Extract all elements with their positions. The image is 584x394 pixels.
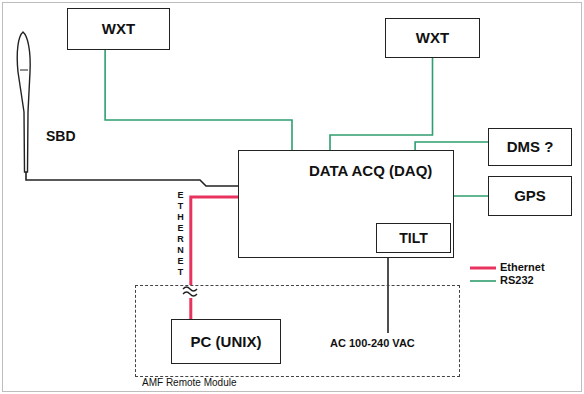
box-label: PC (UNIX) [191,333,262,350]
antenna-cable [26,172,238,186]
antenna-label: SBD [46,128,76,144]
legend-text: Ethernet [500,261,545,273]
legend-sample-line [470,267,496,270]
region-title: AMF Remote Module [142,377,236,389]
legend-sample-line [470,280,496,282]
module-box: TILT [376,223,451,253]
antenna-band [20,70,28,71]
antenna-symbol [17,32,30,172]
break-symbol [183,287,197,291]
legend-text: RS232 [500,274,534,286]
break-gap [183,285,197,298]
frame [3,3,582,392]
power-label: AC 100-240 VAC [330,337,415,349]
box-label: GPS [514,187,546,204]
legend-entry: Ethernet [500,261,545,274]
remote-module-region: AMF Remote ModulePC (UNIX) [135,285,460,377]
serial-link [330,58,432,150]
power-cable [387,258,389,333]
sensor-box: WXT [67,8,170,50]
box-label: TILT [399,230,428,246]
daq-box: DATA ACQ (DAQ) TILT [238,150,454,258]
serial-link [105,50,292,150]
sensor-box: GPS [488,176,572,216]
ethernet-link [191,197,238,319]
break-symbol [183,292,197,296]
computer-box: PC (UNIX) [171,319,281,364]
cable-label: ETHERNET [176,190,185,278]
sensor-box: DMS ? [488,128,572,166]
box-label: WXT [102,20,135,37]
serial-link [415,142,488,150]
serial-link [454,195,488,197]
box-label: DMS ? [507,138,554,155]
box-label: WXT [416,29,449,46]
legend-entry: RS232 [500,274,534,287]
sensor-box: WXT [385,18,480,58]
box-label: DATA ACQ (DAQ) [309,162,432,179]
